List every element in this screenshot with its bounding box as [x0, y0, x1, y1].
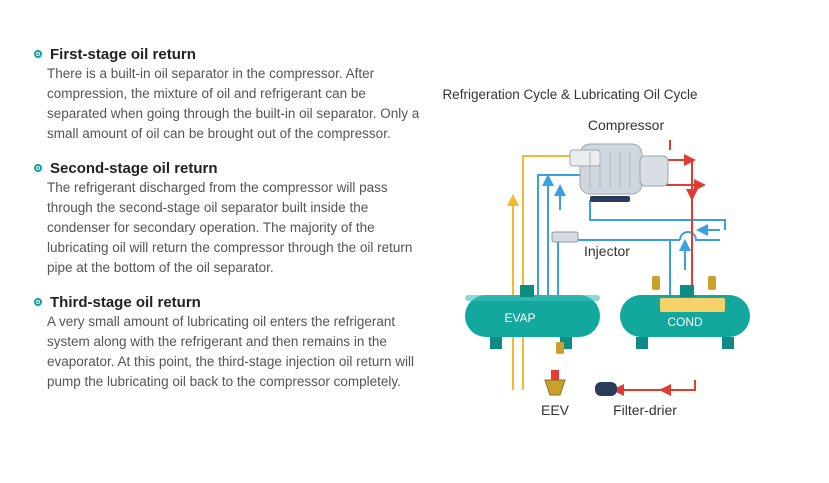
solenoid-valves	[556, 276, 716, 354]
section-body: There is a built-in oil separator in the…	[47, 66, 420, 141]
filter-drier-label: Filter-drier	[613, 402, 677, 418]
section-title: Second-stage oil return	[50, 159, 218, 177]
section-body: The refrigerant discharged from the comp…	[47, 180, 413, 275]
eev-label: EEV	[541, 402, 570, 418]
bullet-icon	[34, 50, 42, 58]
eev-valve	[544, 370, 566, 396]
injector	[551, 231, 579, 243]
injector-label: Injector	[584, 243, 630, 259]
section-second-stage: Second-stage oil return The refrigerant …	[34, 158, 424, 278]
refrigeration-diagram: Refrigeration Cycle & Lubricating Oil Cy…	[440, 80, 820, 430]
text-column: First-stage oil return There is a built-…	[34, 44, 424, 406]
suction-line	[507, 150, 584, 390]
diagram-svg: Refrigeration Cycle & Lubricating Oil Cy…	[442, 87, 750, 418]
bullet-icon	[34, 164, 42, 172]
condenser	[620, 285, 750, 349]
evap-label: EVAP	[504, 311, 535, 325]
filter-drier	[595, 382, 617, 396]
compressor	[569, 143, 669, 202]
diagram-title: Refrigeration Cycle & Lubricating Oil Cy…	[442, 87, 697, 102]
cond-label: COND	[667, 315, 703, 329]
compressor-label: Compressor	[588, 117, 665, 133]
section-first-stage: First-stage oil return There is a built-…	[34, 44, 424, 144]
section-third-stage: Third-stage oil return A very small amou…	[34, 292, 424, 392]
bullet-icon	[34, 298, 42, 306]
section-title: Third-stage oil return	[50, 293, 201, 311]
section-body: A very small amount of lubricating oil e…	[47, 314, 414, 389]
section-title: First-stage oil return	[50, 45, 196, 63]
evaporator	[465, 285, 600, 349]
